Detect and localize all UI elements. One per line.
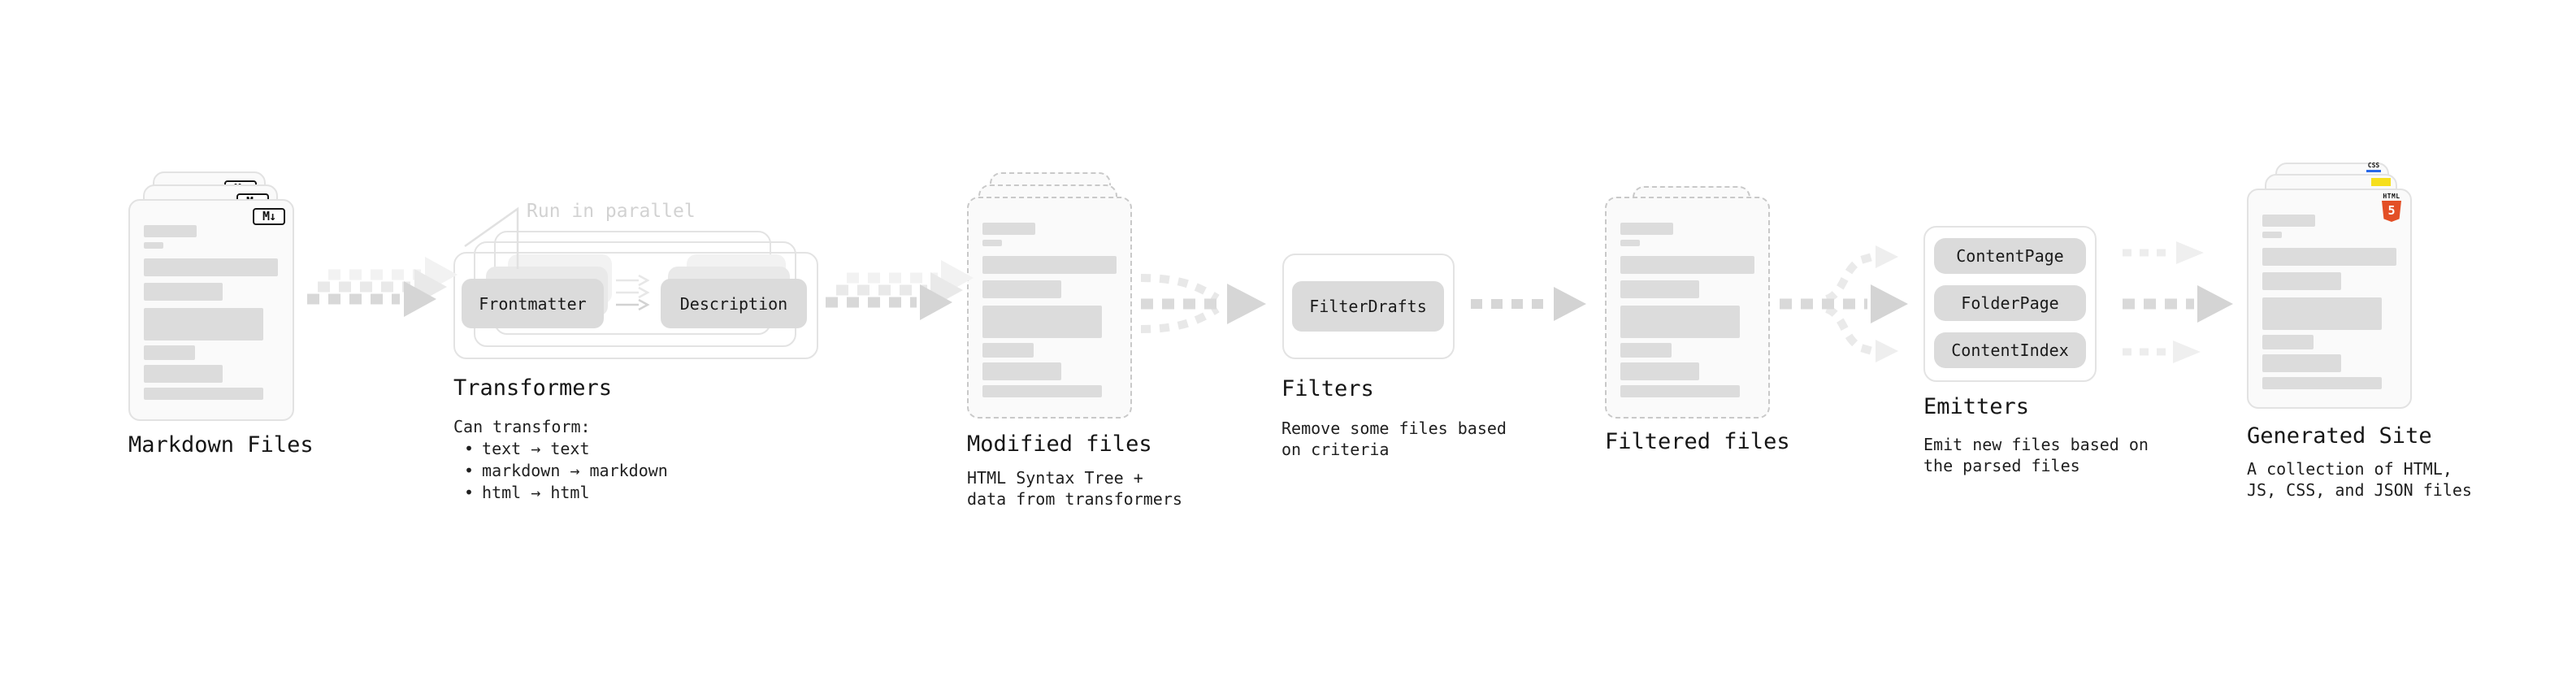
skeleton-text-bar <box>982 343 1034 358</box>
arrow-filtered-to-emitters <box>1780 245 1908 362</box>
css-label: CSS <box>2367 162 2380 169</box>
transformers-title: Transformers <box>453 375 613 401</box>
skeleton-text-bar <box>2262 377 2382 389</box>
arrow-transformers-to-modified <box>826 260 974 320</box>
transformer-box-description: Description <box>661 279 807 328</box>
js-file-icon <box>2371 178 2391 186</box>
skeleton-text-bar <box>2262 215 2315 227</box>
filters-subtitle: Remove some files based on criteria <box>1281 418 1507 460</box>
skeleton-text-bar <box>144 388 263 400</box>
transformers-description: Can transform: •text → text •markdown → … <box>453 416 668 504</box>
skeleton-text-bar <box>1620 240 1640 246</box>
transform-bullet: •text → text <box>464 439 590 458</box>
skeleton-text-bar <box>982 385 1102 397</box>
subtitle-line: Emit new files based on <box>1923 435 2149 454</box>
css-underline <box>2366 170 2381 172</box>
skeleton-text-bar <box>982 240 1002 246</box>
subtitle-line: A collection of HTML, <box>2247 459 2452 479</box>
skeleton-text-bar <box>982 306 1102 338</box>
html5-shield: 5 <box>2382 201 2401 222</box>
skeleton-text-bar <box>144 225 197 237</box>
modified-file-card <box>967 197 1132 419</box>
skeleton-text-bar <box>1620 280 1699 298</box>
skeleton-text-bar <box>1620 256 1754 274</box>
skeleton-text-bar <box>144 345 195 360</box>
skeleton-text-bar <box>1620 306 1740 338</box>
filtered-file-card <box>1605 197 1770 419</box>
emitters-frame <box>1923 226 2097 382</box>
emitters-subtitle: Emit new files based on the parsed files <box>1923 434 2149 476</box>
subtitle-line: on criteria <box>1281 440 1390 459</box>
skeleton-text-bar <box>144 258 278 276</box>
skeleton-text-bar <box>144 308 263 340</box>
skeleton-text-bar <box>2262 232 2282 238</box>
modified-files-title: Modified files <box>967 432 1152 457</box>
arrow-filters-to-filtered <box>1471 287 1586 321</box>
skeleton-text-bar <box>1620 343 1672 358</box>
transformer-box-frontmatter: Frontmatter <box>462 279 604 328</box>
markdown-icon: M↓ <box>253 208 285 225</box>
transformers-subtitle: Can transform: <box>453 417 591 436</box>
subtitle-line: Remove some files based <box>1281 419 1507 438</box>
generated-site-title: Generated Site <box>2247 423 2432 449</box>
emitter-box-contentpage: ContentPage <box>1934 238 2086 274</box>
run-in-parallel-label: Run in parallel <box>527 201 696 222</box>
markdown-files-title: Markdown Files <box>128 432 314 458</box>
html5-word: HTML <box>2383 193 2400 200</box>
subtitle-line: JS, CSS, and JSON files <box>2247 480 2472 500</box>
emitter-box-contentindex: ContentIndex <box>1934 332 2086 368</box>
markdown-file-card: M↓ <box>128 199 294 421</box>
skeleton-text-bar <box>2262 248 2396 266</box>
skeleton-text-bar <box>2262 297 2382 330</box>
arrow-emitters-to-generated <box>2123 241 2233 363</box>
generated-site-subtitle: A collection of HTML, JS, CSS, and JSON … <box>2247 458 2472 501</box>
skeleton-text-bar <box>1620 223 1673 235</box>
filters-frame <box>1282 254 1455 359</box>
generated-file-card <box>2247 189 2412 409</box>
skeleton-text-bar <box>982 362 1061 380</box>
skeleton-text-bar <box>1620 385 1740 397</box>
filter-box-filterdrafts: FilterDrafts <box>1292 281 1444 332</box>
skeleton-text-bar <box>144 365 223 383</box>
transform-bullet: •markdown → markdown <box>464 461 668 480</box>
css-file-icon: CSS <box>2366 163 2382 172</box>
html5-icon: HTML 5 <box>2381 193 2402 222</box>
emitters-title: Emitters <box>1923 394 2030 419</box>
transform-bullet: •html → html <box>464 483 590 502</box>
skeleton-text-bar <box>982 280 1061 298</box>
skeleton-text-bar <box>982 223 1035 235</box>
arrow-markdown-to-transformers <box>307 257 458 317</box>
skeleton-text-bar <box>144 242 163 249</box>
subtitle-line: HTML Syntax Tree + <box>967 468 1143 488</box>
transformers-frame-front <box>453 252 818 359</box>
arrow-modified-to-filters <box>1140 274 1266 333</box>
skeleton-text-bar <box>2262 354 2341 372</box>
skeleton-text-bar <box>144 283 223 301</box>
filters-title: Filters <box>1281 376 1374 401</box>
skeleton-text-bar <box>982 256 1117 274</box>
emitter-box-folderpage: FolderPage <box>1934 285 2086 321</box>
modified-files-subtitle: HTML Syntax Tree + data from transformer… <box>967 467 1182 510</box>
skeleton-text-bar <box>1620 362 1699 380</box>
filtered-files-title: Filtered files <box>1605 429 1790 454</box>
skeleton-text-bar <box>2262 335 2314 349</box>
subtitle-line: data from transformers <box>967 489 1182 509</box>
subtitle-line: the parsed files <box>1923 456 2080 475</box>
skeleton-text-bar <box>2262 272 2341 290</box>
